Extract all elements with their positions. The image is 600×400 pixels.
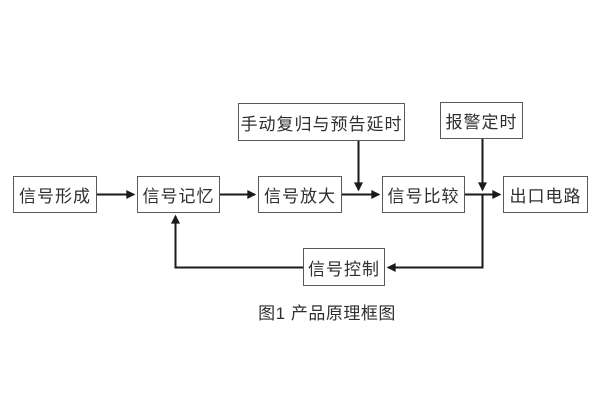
box-manual-reset-delay: 手动复归与预告延时 [238,103,405,141]
arrow-control-to-memory [171,214,303,269]
arrow-tap-to-signal-control [386,194,484,272]
box-signal-compare: 信号比较 [382,176,465,213]
box-manual-reset-delay-label: 手动复归与预告延时 [240,114,403,134]
box-output-circuit-label: 出口电路 [509,187,582,206]
box-signal-control-label: 信号控制 [308,259,380,279]
box-signal-compare-label: 信号比较 [387,187,460,206]
box-signal-formation-label: 信号形成 [19,187,91,206]
figure-caption: 图1 产品原理框图 [258,304,396,323]
box-signal-control: 信号控制 [303,248,385,286]
box-alarm-timing: 报警定时 [440,102,523,139]
box-signal-formation: 信号形成 [13,176,97,213]
box-output-circuit: 出口电路 [503,176,588,213]
box-signal-memory: 信号记忆 [137,176,220,213]
box-alarm-timing-label: 报警定时 [445,113,518,132]
box-signal-amplify-label: 信号放大 [264,187,336,206]
box-signal-amplify: 信号放大 [258,176,342,213]
box-signal-memory-label: 信号记忆 [142,187,215,206]
